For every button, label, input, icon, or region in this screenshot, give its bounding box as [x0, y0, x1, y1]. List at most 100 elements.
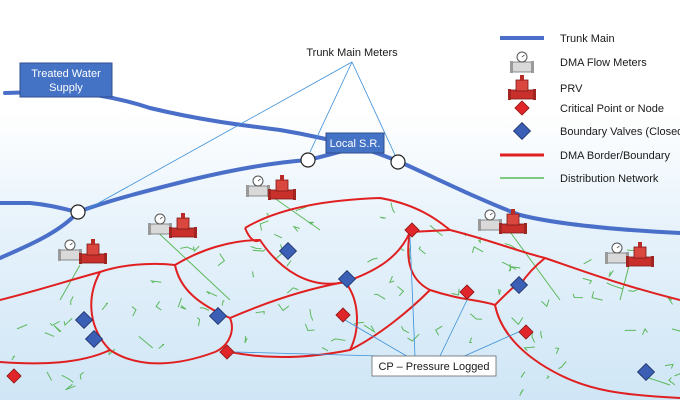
distribution-pipe — [61, 374, 74, 383]
distribution-pipe — [380, 216, 386, 219]
critical-point-icon — [514, 100, 530, 116]
distribution-pipe — [44, 332, 55, 337]
distribution-pipe — [286, 287, 299, 294]
distribution-pipe — [608, 270, 614, 277]
distribution-pipe — [252, 249, 266, 252]
distribution-pipe — [180, 305, 187, 310]
distribution-pipe — [149, 280, 162, 284]
critical-point-icon — [518, 324, 534, 340]
distribution-pipe — [16, 324, 28, 330]
distribution-pipe — [582, 277, 593, 285]
trunk-meters — [70, 152, 406, 220]
distribution-pipe — [70, 296, 74, 305]
distribution-pipe — [252, 271, 255, 278]
trunk-meter-icon — [390, 154, 406, 170]
distribution-pipe — [309, 308, 314, 321]
distribution-pipe — [389, 275, 395, 284]
distribution-pipe — [546, 375, 550, 380]
legend-dma-border: DMA Border/Boundary — [560, 150, 671, 162]
distribution-pipe — [508, 266, 521, 272]
distribution-pipe — [624, 329, 636, 332]
distribution-pipe — [295, 206, 307, 212]
trunk-meter-icon — [300, 152, 316, 168]
distribution-pipe — [11, 355, 16, 361]
treated-water-supply-label-1: Treated Water — [31, 68, 101, 80]
distribution-pipe — [504, 242, 517, 250]
distribution-pipe — [180, 246, 194, 251]
distribution-pipe — [397, 286, 405, 297]
boundary-valves — [74, 241, 656, 382]
distribution-pipe — [451, 288, 460, 296]
distribution-feeder — [149, 224, 231, 301]
cp-pressure-logged-box: CP – Pressure Logged — [371, 355, 497, 377]
boundary-valve-icon — [509, 275, 529, 295]
distribution-feeder — [504, 224, 561, 301]
distribution-pipe — [367, 257, 378, 263]
distribution-pipe — [555, 347, 560, 354]
distribution-pipe — [434, 325, 443, 336]
boundary-valve-icon — [636, 362, 656, 382]
critical-points — [6, 222, 534, 384]
distribution-pipe — [322, 346, 329, 352]
distribution-pipe — [177, 297, 182, 308]
distribution-pipe — [330, 338, 346, 342]
distribution-pipe — [63, 317, 73, 327]
distribution-pipe — [519, 389, 524, 396]
distribution-pipe — [531, 333, 536, 343]
cp-pressure-logged-label: CP – Pressure Logged — [378, 361, 489, 373]
critical-point-icon — [459, 284, 475, 300]
distribution-pipe — [138, 335, 153, 349]
boundary-valve-icon — [512, 121, 532, 141]
local-sr-box: Local S.R. — [325, 132, 385, 154]
boundary-valve-icon — [74, 310, 94, 330]
distribution-pipe — [49, 321, 60, 326]
distribution-pipe — [353, 321, 364, 325]
critical-point-icon — [6, 368, 22, 384]
distribution-pipe — [292, 225, 300, 232]
distribution-pipe — [196, 317, 201, 327]
legend-distribution-network: Distribution Network — [560, 173, 659, 185]
distribution-pipe — [273, 233, 283, 239]
boundary-valve-icon — [337, 269, 357, 289]
distribution-pipe — [131, 306, 137, 317]
distribution-pipe — [583, 259, 592, 265]
trunk-meter-icon — [70, 204, 86, 220]
distribution-pipe — [664, 363, 674, 369]
distribution-pipe — [501, 261, 517, 270]
local-sr-label: Local S.R. — [330, 138, 381, 150]
flow-meter-icon — [147, 213, 173, 236]
distribution-pipe — [418, 246, 426, 255]
distribution-pipe — [255, 310, 265, 315]
distribution-pipe — [206, 290, 218, 297]
distribution-pipe — [158, 343, 165, 349]
distribution-pipe — [155, 301, 162, 311]
legend-boundary-valves: Boundary Valves (Closed) — [560, 126, 680, 138]
distribution-pipe — [591, 291, 603, 301]
distribution-pipe — [259, 220, 269, 231]
distribution-pipe — [407, 333, 420, 342]
prv-icon — [267, 174, 297, 201]
distribution-network — [11, 194, 680, 396]
distribution-pipe — [286, 260, 292, 267]
boundary-valve-icon — [84, 329, 104, 349]
legend-prv: PRV — [560, 83, 583, 95]
boundary-valve-icon — [208, 306, 228, 326]
flow-meter-icon — [245, 175, 271, 198]
treated-water-supply-box: Treated Water Supply — [19, 62, 113, 98]
distribution-pipe — [46, 371, 53, 381]
distribution-pipe — [558, 361, 567, 370]
legend-dma-flow-meters: DMA Flow Meters — [560, 57, 647, 69]
distribution-pipe — [53, 324, 62, 333]
distribution-pipe — [250, 245, 262, 250]
distribution-pipe — [540, 330, 543, 339]
distribution-pipe — [668, 377, 676, 386]
distribution-pipe — [101, 302, 109, 311]
distribution-pipe — [523, 346, 535, 351]
critical-point-icon — [219, 344, 235, 360]
legend-trunk-main: Trunk Main — [560, 33, 615, 45]
distribution-pipe — [520, 371, 526, 378]
flow-meter-icon — [604, 242, 630, 265]
callout-lines — [85, 61, 524, 359]
